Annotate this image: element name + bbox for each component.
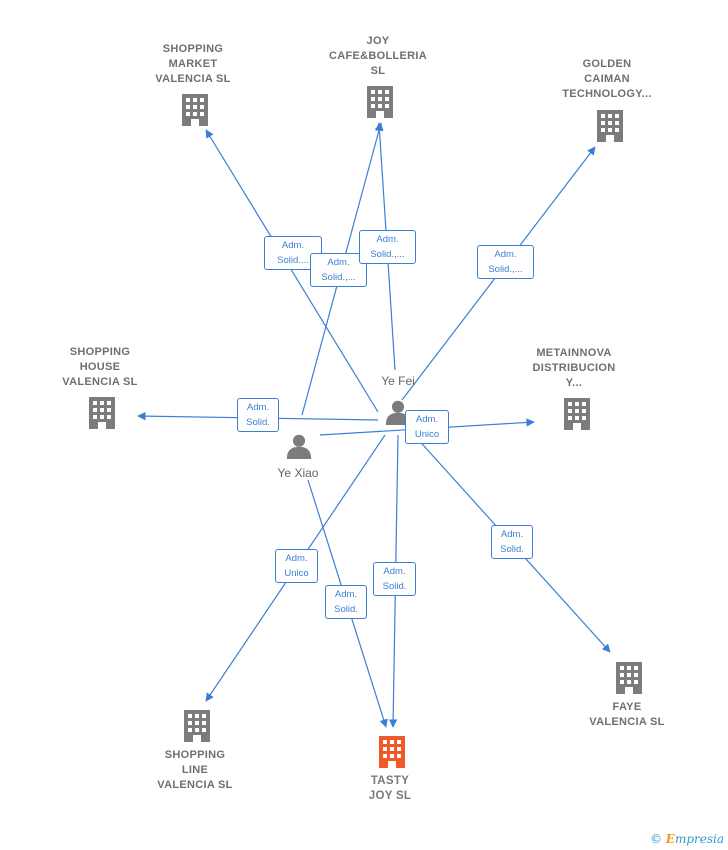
edge-label-e8[interactable]: Adm. Unico [275, 549, 318, 583]
company-label-shopping-house[interactable]: SHOPPING HOUSE VALENCIA SL [62, 346, 138, 388]
company-label-tasty-joy[interactable]: TASTY JOY SL [368, 775, 412, 802]
edge-line-e1 [205, 129, 379, 413]
brand-initial: E [665, 832, 675, 846]
edge-label-e6[interactable]: Adm. Unico [405, 410, 449, 444]
building-icon-faye[interactable] [616, 662, 642, 694]
edge-label-e4[interactable]: Adm. Solid.,... [477, 245, 534, 279]
edge-label-e9[interactable]: Adm. Solid. [325, 585, 367, 619]
edge-label-e7[interactable]: Adm. Solid. [491, 525, 533, 559]
building-icon-metainnova[interactable] [564, 398, 590, 430]
edge-label-e3[interactable]: Adm. Solid.,... [359, 230, 416, 264]
brand-name: mpresia [674, 832, 724, 846]
company-label-joy-cafe[interactable]: JOY CAFE&BOLLERIA SL [328, 35, 427, 77]
building-icon-shopping-house[interactable] [89, 397, 115, 429]
person-label-ye-xiao[interactable]: Ye Xiao [277, 466, 319, 480]
building-icon-golden-caiman[interactable] [597, 110, 623, 142]
building-icon-shopping-market[interactable] [182, 94, 208, 126]
company-label-metainnova[interactable]: METAINNOVA DISTRIBUCION Y... [532, 347, 616, 389]
company-label-shopping-line[interactable]: SHOPPING LINE VALENCIA SL [157, 749, 233, 791]
edge-label-e10[interactable]: Adm. Solid. [373, 562, 416, 596]
empresia-logo: © Empresia [650, 832, 724, 846]
company-label-golden-caiman[interactable]: GOLDEN CAIMAN TECHNOLOGY... [562, 58, 652, 100]
company-label-shopping-market[interactable]: SHOPPING MARKET VALENCIA SL [155, 43, 231, 85]
company-label-faye[interactable]: FAYE VALENCIA SL [589, 701, 665, 728]
person-icon-ye-xiao[interactable] [286, 434, 312, 459]
building-icon-tasty-joy[interactable] [379, 736, 405, 768]
copyright-symbol: © [649, 832, 662, 846]
building-icon-joy-cafe[interactable] [367, 86, 393, 118]
person-label-ye-fei[interactable]: Ye Fei [381, 374, 415, 388]
edge-label-e2[interactable]: Adm. Solid.,... [310, 253, 367, 287]
building-icon-shopping-line[interactable] [184, 710, 210, 742]
edge-label-e5[interactable]: Adm. Solid. [237, 398, 279, 432]
